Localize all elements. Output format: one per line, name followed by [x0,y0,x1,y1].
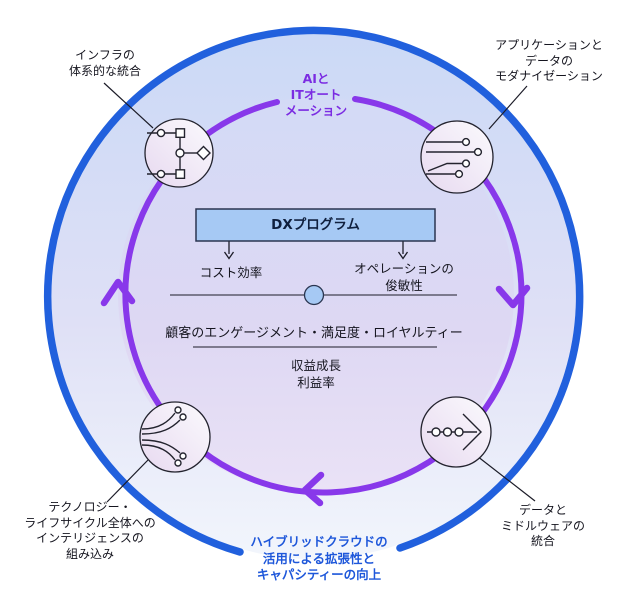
leader-lines [103,82,536,503]
leader-bottom-left [106,459,149,503]
label-app-data-modernization: アプリケーションと データの モダナイゼーション [495,38,603,85]
label-line: 組み込み [65,546,114,561]
label-line: メーション [284,103,348,118]
label-revenue-profit: 収益成長 利益率 [291,357,341,391]
outcome-arrows [223,241,409,260]
label-line: 利益率 [297,375,335,390]
down-arrow-right-icon [397,251,409,260]
balance-pivot-dot [303,284,325,306]
leader-bottom-right [476,455,536,502]
label-line: データの [524,53,574,68]
label-line: テクノロジー・ [48,500,132,514]
label-infrastructure-integration: インフラの 体系的な統合 [69,48,141,79]
label-line: ハイブリッドクラウドの [250,534,388,549]
inner-purple-ring [122,96,525,496]
cycle-arrow-left-icon [100,278,136,307]
cycle-arrow-right-icon [495,284,531,309]
label-line: アプリケーションと [495,38,603,52]
label-line: ミドルウェアの [500,518,586,533]
label-line: ITオート [290,87,342,102]
label-line: モダナイゼーション [495,69,603,83]
label-line: ライフサイクル全体への [24,515,156,530]
label-line: AIと [302,71,330,86]
network-topology-icon [144,118,214,188]
label-line: 体系的な統合 [68,63,142,78]
cycle-arrow-bottom-icon [301,471,325,507]
label-data-middleware-integration: データと ミドルウェアの 統合 [501,503,585,550]
dx-program-box [195,208,436,242]
label-line: 俊敏性 [385,278,423,293]
label-line: インフラの [75,48,135,62]
label-line: 統合 [530,534,556,548]
label-technology-lifecycle-intelligence: テクノロジー・ ライフサイクル全体への インテリジェンスの 組み込み [24,500,155,562]
leader-top-left [103,82,154,129]
label-line: キャパシティーの向上 [256,567,382,582]
label-line: 活用による拡張性と [262,550,376,566]
label-line: 収益成長 [290,358,342,373]
converging-flows-icon [139,401,211,473]
label-hybrid-cloud-scalability: ハイブリッドクラウドの 活用による拡張性と キャパシティーの向上 [250,534,387,584]
label-cost-efficiency: コスト効率 [199,265,263,280]
label-ai-it-automation: AIと ITオート メーション [285,71,347,119]
dx-program-title: DXプログラム [271,217,360,233]
data-pipeline-arrow-icon [420,396,492,468]
leader-top-right [488,85,528,130]
cycle-direction-arrows [100,278,531,507]
label-line: インテリジェンスの [36,531,144,545]
label-customer-engagement: 顧客のエンゲージメント・満足度・ロイヤルティー [165,326,463,341]
outer-blue-ring [43,26,584,556]
circuit-traces-icon [420,120,494,194]
label-line: データと [518,503,568,517]
down-arrow-left-icon [223,251,235,260]
label-line: オペレーションの [354,261,454,276]
label-operational-agility: オペレーションの 俊敏性 [354,260,454,294]
